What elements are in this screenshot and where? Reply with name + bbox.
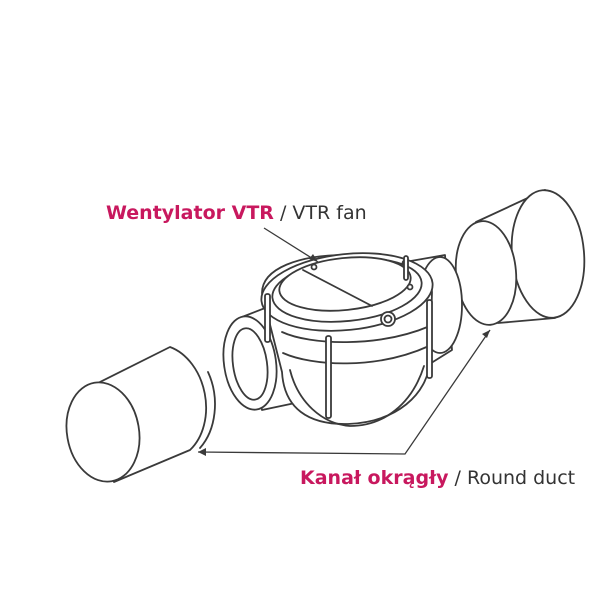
fan-arrowhead bbox=[309, 254, 318, 262]
duct-leader-line bbox=[197, 329, 491, 455]
left-duct-arrowhead bbox=[198, 448, 206, 456]
duct-label: Kanał okrągły / Round duct bbox=[300, 469, 575, 488]
duct-label-polish: Kanał okrągły bbox=[300, 467, 449, 489]
left-spigot bbox=[222, 302, 301, 411]
fan-label-polish: Wentylator VTR bbox=[106, 202, 274, 224]
fan-leader-line bbox=[263, 227, 319, 263]
fan-label: Wentylator VTR / VTR fan bbox=[106, 204, 367, 223]
mounting-rods bbox=[264, 255, 433, 419]
leader-lines bbox=[197, 227, 491, 455]
fan-label-english: VTR fan bbox=[292, 202, 367, 224]
duct-label-english: Round duct bbox=[466, 467, 576, 489]
right-duct-arrowhead bbox=[482, 330, 490, 338]
fan-label-separator: / bbox=[273, 202, 293, 224]
left-round-duct bbox=[65, 346, 216, 483]
right-round-duct bbox=[454, 189, 586, 326]
duct-label-separator: / bbox=[448, 467, 467, 489]
vtr-fan-housing bbox=[260, 252, 434, 427]
leader-arrowheads bbox=[198, 254, 490, 456]
